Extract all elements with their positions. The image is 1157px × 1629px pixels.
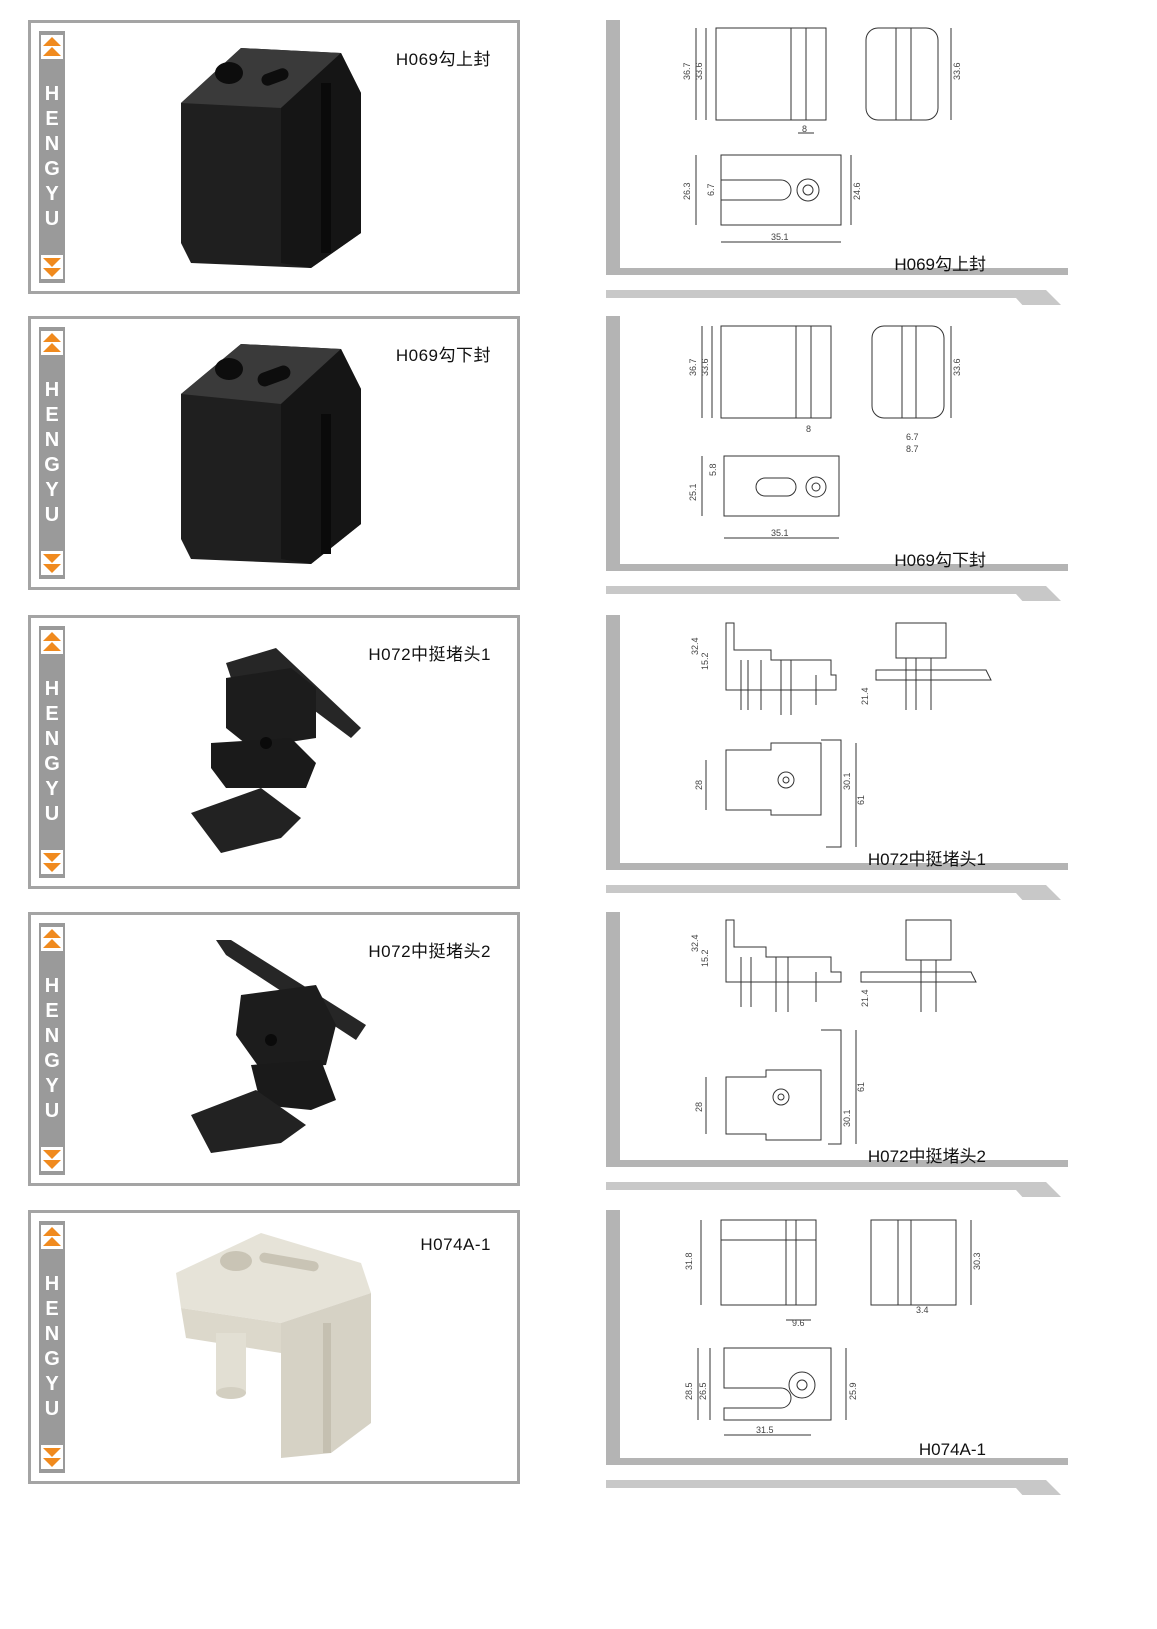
panel-frame (606, 615, 1068, 900)
drawing-panel: 32.4 15.2 21.4 28 30.1 61 H072中挺堵头1 (606, 615, 1086, 900)
dim-label: 15.2 (700, 949, 710, 967)
drawing-title: H069勾下封 (894, 551, 986, 570)
dim-label: 6.7 (906, 432, 919, 442)
drawing-title: H069勾上封 (894, 255, 986, 274)
dim-label: 31.8 (684, 1252, 694, 1270)
dim-label: 25.9 (848, 1382, 858, 1400)
dim-label: 8 (806, 424, 811, 434)
product-title: H069勾上封 (395, 50, 491, 69)
product-photo (181, 344, 361, 564)
dim-label: 8 (802, 124, 807, 134)
dim-label: 26.5 (698, 1382, 708, 1400)
technical-drawing: 31.8 9.6 30.3 3.4 28.5 26.5 25.9 31.5 (684, 1219, 982, 1436)
dim-label: 32.4 (690, 934, 700, 952)
dim-label: 28.5 (684, 1382, 694, 1400)
up-arrow-icon (41, 35, 63, 59)
product-title: H072中挺堵头2 (368, 942, 491, 961)
drawing-title: H072中挺堵头2 (867, 1147, 986, 1166)
product-photo (181, 48, 361, 268)
dim-label: 33.6 (952, 358, 962, 376)
dim-label: 31.5 (756, 1425, 774, 1435)
drawing-panel: 36.7 33.6 8 33.6 6.7 8.7 25.1 5.8 35.1 H… (606, 316, 1086, 601)
panel-frame (606, 1210, 1068, 1495)
dim-label: 9.6 (792, 1318, 805, 1328)
down-arrow-icon (41, 551, 63, 575)
dim-label: 6.7 (706, 183, 716, 196)
dim-label: 15.2 (700, 652, 710, 670)
panel-frame (606, 316, 1068, 601)
dim-label: 30.1 (842, 772, 852, 790)
dim-label: 35.1 (771, 528, 789, 538)
drawing-panel: 32.4 15.2 21.4 28 30.1 61 H072中挺堵头2 (606, 912, 1086, 1197)
product-title: H074A-1 (420, 1235, 491, 1254)
product-photo (191, 940, 366, 1153)
dim-label: 28 (694, 780, 704, 790)
technical-drawing: 32.4 15.2 21.4 28 30.1 61 (690, 919, 977, 1145)
dim-label: 25.1 (688, 483, 698, 501)
panel-frame (606, 20, 1068, 305)
technical-drawing: 36.7 33.6 8 33.6 26.3 6.7 24.6 35.1 (682, 27, 962, 243)
drawing-title: H074A-1 (918, 1440, 986, 1459)
dim-label: 5.8 (708, 463, 718, 476)
dim-label: 8.7 (906, 444, 919, 454)
down-arrow-icon (41, 255, 63, 279)
dim-label: 36.7 (688, 358, 698, 376)
down-arrow-icon (41, 850, 63, 874)
dim-label: 28 (694, 1102, 704, 1112)
dim-label: 26.3 (682, 182, 692, 200)
dim-label: 33.6 (694, 62, 704, 80)
down-arrow-icon (41, 1147, 63, 1171)
drawing-panel: 36.7 33.6 8 33.6 26.3 6.7 24.6 35.1 H069… (606, 20, 1086, 305)
up-arrow-icon (41, 630, 63, 654)
dim-label: 36.7 (682, 62, 692, 80)
dim-label: 21.4 (860, 989, 870, 1007)
dim-label: 32.4 (690, 637, 700, 655)
up-arrow-icon (41, 1225, 63, 1249)
technical-drawing: 36.7 33.6 8 33.6 6.7 8.7 25.1 5.8 35.1 (688, 325, 962, 539)
panel-frame (606, 912, 1068, 1197)
product-title: H069勾下封 (395, 346, 491, 365)
technical-drawing: 32.4 15.2 21.4 28 30.1 61 (690, 622, 992, 848)
dim-label: 30.1 (842, 1109, 852, 1127)
dim-label: 61 (856, 1082, 866, 1092)
dim-label: 33.6 (952, 62, 962, 80)
dim-label: 30.3 (972, 1252, 982, 1270)
dim-label: 21.4 (860, 687, 870, 705)
down-arrow-icon (41, 1445, 63, 1469)
dim-label: 35.1 (771, 232, 789, 242)
drawing-title: H072中挺堵头1 (867, 850, 986, 869)
product-photo (191, 648, 361, 853)
dim-label: 33.6 (700, 358, 710, 376)
drawing-panel: 31.8 9.6 30.3 3.4 28.5 26.5 25.9 31.5 H0… (606, 1210, 1086, 1495)
dim-label: 24.6 (852, 182, 862, 200)
dim-label: 61 (856, 795, 866, 805)
up-arrow-icon (41, 331, 63, 355)
product-title: H072中挺堵头1 (368, 645, 491, 664)
product-photo (176, 1233, 371, 1458)
dim-label: 3.4 (916, 1305, 929, 1315)
up-arrow-icon (41, 927, 63, 951)
